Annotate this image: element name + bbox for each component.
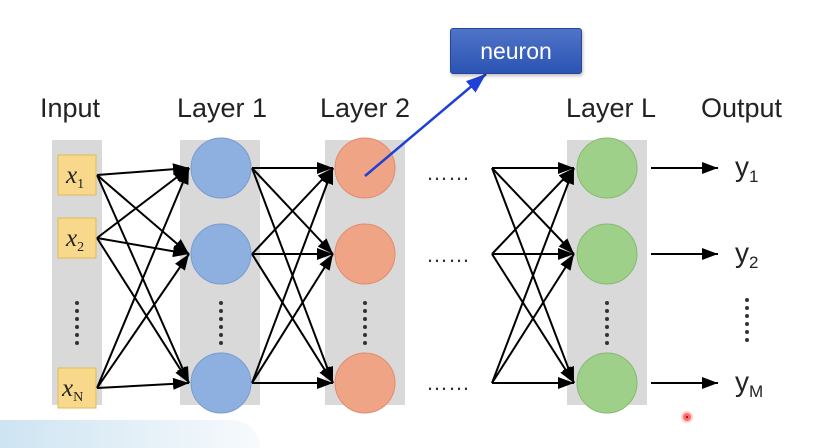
watermark-shape <box>0 420 260 448</box>
layer2-vertical-ellipsis <box>363 301 367 345</box>
layerL-header: Layer L <box>566 93 657 123</box>
layerN-layerL-edge-2-0 <box>491 167 575 384</box>
output-label-m: yM <box>735 366 763 401</box>
middle-ellipsis-3: …… <box>426 370 470 395</box>
input-layer1-edge-0-1 <box>96 174 190 255</box>
output-label-1: y1 <box>735 151 758 186</box>
input-layer1-edge-2-1 <box>96 253 190 389</box>
layer1-layer2-edge-2-0 <box>251 167 334 384</box>
layer1-layer2-edge-2-1 <box>251 253 334 384</box>
layer2-header: Layer 2 <box>320 93 411 123</box>
layer2-neuron-n <box>334 352 396 414</box>
edges <box>96 162 575 390</box>
layer1-neuron-1 <box>190 137 252 199</box>
layerL-neuron-n <box>576 352 638 414</box>
output-vertical-ellipsis <box>745 298 749 342</box>
input-label-n: xN <box>61 375 83 405</box>
neuron-pointer-arrow <box>364 73 487 177</box>
layer1-neuron-2 <box>190 223 252 285</box>
layer1-neuron-n <box>190 352 252 414</box>
layerN-layerL-edge-1-0 <box>491 167 575 255</box>
input-layer1-edge-1-2 <box>96 237 190 384</box>
layerN-layerL-edge-2-1 <box>491 253 575 384</box>
output-header: Output <box>701 93 783 123</box>
input-header: Input <box>40 93 101 123</box>
input-label-2: x2 <box>65 225 84 255</box>
layer1-vertical-ellipsis <box>219 301 223 345</box>
cursor-indicator <box>681 411 693 423</box>
input-layer1-edge-0-0 <box>96 163 190 176</box>
input-layer1-edge-1-0 <box>96 167 190 239</box>
layer2-neuron-2 <box>334 223 396 285</box>
layerL-neuron-1 <box>576 137 638 199</box>
layer1-header: Layer 1 <box>177 93 268 123</box>
neuron-callout: neuron <box>450 28 582 74</box>
input-layer1-edge-1-1 <box>96 237 190 258</box>
layerL-vertical-ellipsis <box>605 301 609 345</box>
input-box-2 <box>57 217 97 259</box>
middle-ellipsis-1: …… <box>426 160 470 185</box>
input-label-1: x1 <box>65 162 84 192</box>
input-layer1-edge-2-0 <box>96 167 190 389</box>
input-vertical-ellipsis <box>75 301 79 345</box>
input-layer1-edge-2-2 <box>96 377 190 390</box>
middle-ellipsis-2: …… <box>426 242 470 267</box>
layer1-layer2-edge-1-0 <box>251 167 334 255</box>
input-box-n <box>57 367 97 409</box>
output-label-2: y2 <box>735 237 758 272</box>
input-box-1 <box>57 154 97 196</box>
layerL-neuron-2 <box>576 223 638 285</box>
layer2-neuron-1 <box>334 137 396 199</box>
